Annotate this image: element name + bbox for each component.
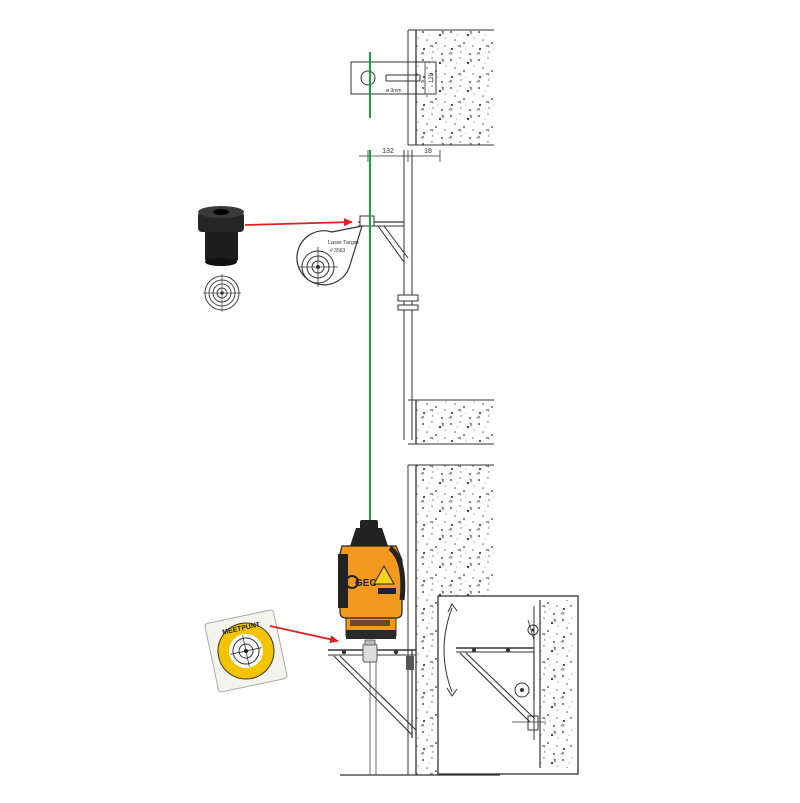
sticker-pointer-arrow <box>269 625 339 644</box>
plate-height-label: 120 <box>429 72 435 83</box>
bushing-pointer-arrow <box>244 218 353 227</box>
meetpunt-sticker-photo: MEETPUNT <box>204 609 288 693</box>
laser-target-title: Laser Target <box>328 240 359 246</box>
dimension-left-label: 132 <box>382 148 394 155</box>
laser-plumb-device: GEO <box>338 520 406 639</box>
top-wall-slab <box>407 29 494 146</box>
dimension-line: 132 18 <box>359 148 441 162</box>
dimension-right-label: 18 <box>424 148 432 155</box>
laser-target-callout: Laser Target # 3563 <box>296 225 363 287</box>
top-mounting-plate-detail: 120 ø 3mm <box>350 61 437 95</box>
floor-bracket <box>328 649 500 776</box>
bracket-detail-inset <box>437 595 579 775</box>
device-brand-mark: GEO <box>355 578 377 589</box>
hole-diameter-label: ø 3mm <box>386 88 402 94</box>
laser-target-bushing-photo <box>198 206 244 266</box>
laser-target-code: # 3563 <box>330 248 346 254</box>
riser-pipe <box>397 150 419 440</box>
target-sticker-photo <box>203 274 241 312</box>
target-bracket <box>358 215 409 263</box>
middle-floor-slab <box>408 399 494 445</box>
laser-plummet-base <box>362 639 378 663</box>
